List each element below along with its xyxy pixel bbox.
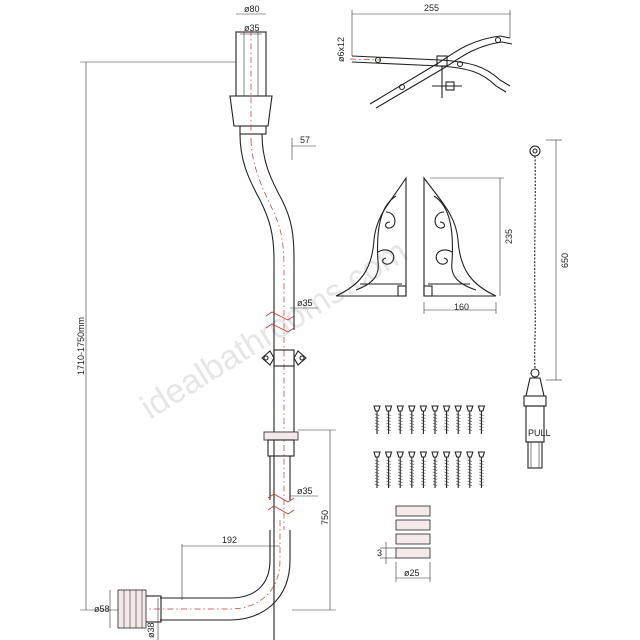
pipe-clips: 3 ø25: [377, 505, 431, 582]
screw: [442, 451, 451, 488]
dim-clip-thickness: 3: [377, 548, 382, 558]
pipe-clamp: [261, 349, 307, 367]
wall-plug: [466, 405, 474, 434]
dim-cistern-outlet: ø80: [244, 4, 260, 14]
dim-bracket-bar: ø6x12: [336, 37, 346, 62]
wall-plug: [373, 405, 381, 434]
pull-chain: PULL 650: [523, 139, 570, 469]
dim-pipe-top: ø35: [244, 23, 260, 33]
pipe-dimensions: ø80 ø35 57 ø35 1710-1750mm ø35 750 192 ø…: [76, 4, 336, 640]
dim-outlet: ø38: [146, 622, 156, 638]
dim-cistern-bracket-width: 160: [454, 302, 469, 312]
dim-offset: 57: [300, 135, 310, 145]
screw: [477, 451, 486, 488]
dim-chain-length: 650: [560, 253, 570, 268]
screws-row: [373, 451, 486, 488]
screw: [373, 451, 381, 488]
screw: [431, 451, 439, 488]
wall-plugs-row: [373, 405, 486, 434]
screw: [408, 451, 416, 488]
dim-bracket-width: 255: [424, 3, 439, 13]
wall-plug: [419, 405, 428, 434]
pull-handle-label: PULL: [528, 428, 551, 438]
dim-pan-connector: ø58: [94, 604, 110, 614]
screw: [466, 451, 474, 488]
dim-pipe-mid: ø35: [297, 298, 313, 308]
wall-plug: [454, 405, 462, 434]
wall-plug: [442, 405, 451, 434]
flush-pipe: [117, 30, 307, 640]
cistern-support-bracket: 255 ø6x12: [336, 3, 513, 109]
wall-plug: [396, 405, 404, 434]
wall-plug: [477, 405, 486, 434]
dim-pipe-lower: ø35: [297, 486, 313, 496]
wall-plug: [384, 405, 393, 434]
dim-bend-length: 192: [222, 535, 237, 545]
pan-connector: [117, 589, 162, 629]
cistern-wall-brackets: 160 235: [335, 176, 514, 314]
wall-plug: [431, 405, 439, 434]
screw: [454, 451, 462, 488]
dim-overall-height: 1710-1750mm: [76, 317, 86, 375]
screw: [396, 451, 404, 488]
dim-cistern-bracket-height: 235: [504, 229, 514, 244]
screw: [384, 451, 393, 488]
wall-plug: [408, 405, 416, 434]
dim-lower-height: 750: [320, 510, 330, 525]
screw: [419, 451, 428, 488]
dim-clip-dia: ø25: [404, 568, 420, 578]
